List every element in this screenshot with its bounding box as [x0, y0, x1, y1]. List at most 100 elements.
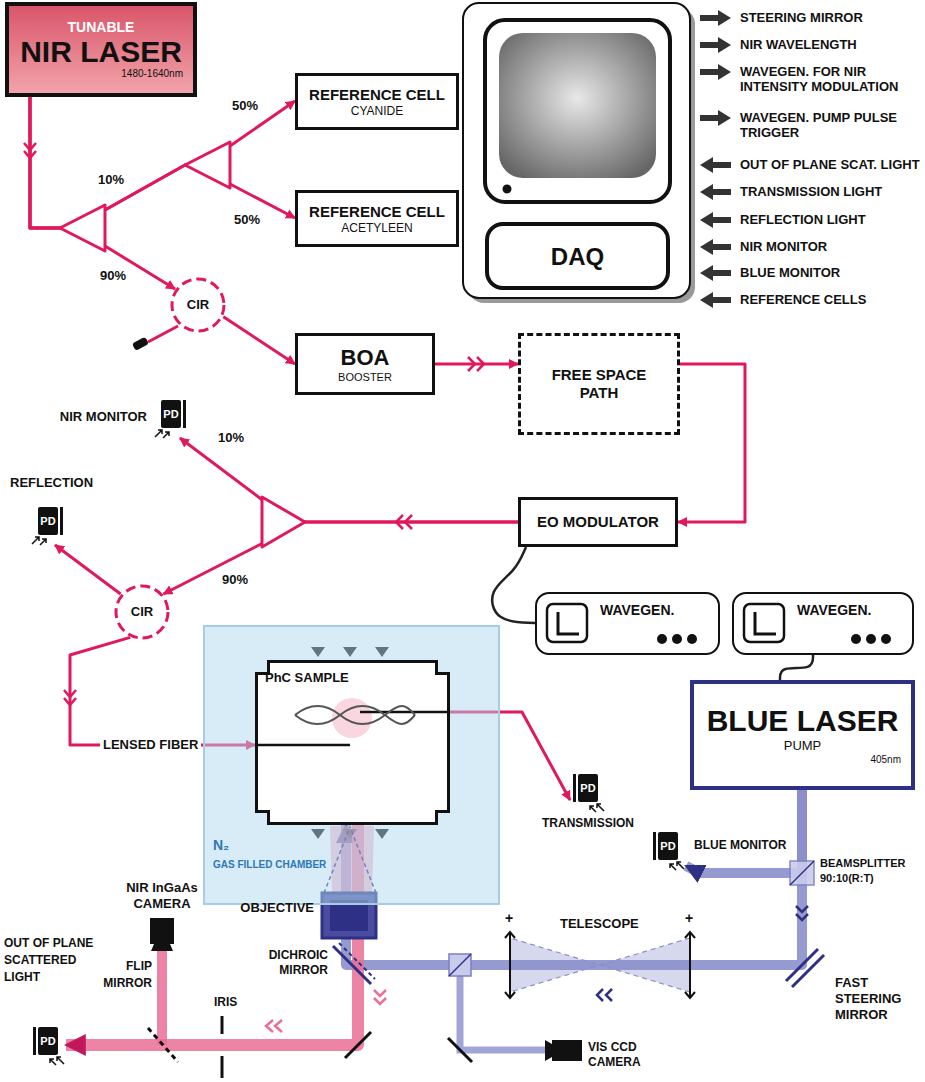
photodiode-symbol — [573, 774, 576, 802]
direction-chevron — [468, 357, 475, 371]
node-text: 1480-1640nm — [121, 68, 183, 80]
label-text: NIR WAVELENGTH — [740, 37, 922, 52]
circulator-circle: CIR — [114, 584, 170, 640]
signal-arrow — [700, 239, 731, 255]
telescope — [689, 932, 691, 998]
telescope — [510, 938, 690, 992]
fold-mirror — [345, 1032, 371, 1058]
label-text: VIS CCD CAMERA — [588, 1040, 668, 1070]
photodiode: PDNIR MONITOR — [153, 398, 189, 438]
node-text: ACETYLEEN — [341, 221, 412, 235]
photodiode-symbol — [38, 1027, 58, 1055]
photodiode-symbol — [155, 430, 169, 438]
beamsplitter-cube — [790, 861, 814, 885]
signal-arrow — [700, 265, 731, 281]
photodiode-symbol — [653, 832, 684, 870]
cable-connector — [492, 547, 535, 623]
photodiode-symbol — [653, 832, 656, 860]
fast-steering-mirror — [792, 955, 824, 987]
label-text: LENSED FIBER — [100, 737, 201, 753]
computer — [463, 3, 695, 303]
label-text: 90:10(R:T) — [820, 872, 874, 885]
fiber-terminator — [132, 337, 149, 351]
photodiode-symbol — [183, 400, 186, 428]
node-text: PD — [38, 507, 58, 535]
node-text: CIR — [131, 604, 153, 620]
label-text: NIR InGaAs CAMERA — [116, 880, 208, 912]
label-text: OUT OF PLANE SCAT. LIGHT — [740, 157, 922, 172]
node-text: N₂ — [213, 837, 229, 854]
free-space-box: FREE SPACE PATH — [518, 333, 680, 435]
label-text: 10% — [98, 172, 124, 188]
photodiode-symbol — [32, 507, 63, 545]
vis-camera-branch — [449, 954, 471, 976]
photodiode-symbol — [590, 804, 604, 812]
label-text: 90% — [100, 268, 126, 284]
flip-mirror — [148, 1028, 178, 1062]
photodiode-symbol — [38, 507, 58, 535]
fiber-splitter — [262, 497, 305, 547]
photodiode-symbol — [161, 400, 181, 428]
waveform-generator-icon — [558, 612, 579, 634]
photodiode-symbol — [155, 400, 186, 438]
direction-chevron — [405, 515, 412, 529]
fiber-connector — [30, 97, 175, 289]
phc-sample-outline — [360, 711, 450, 714]
blue-connector — [686, 790, 802, 873]
fast-steering-mirror — [786, 949, 824, 987]
amplifier-box: BOABOOSTER — [295, 333, 435, 395]
node-text: EO MODULATOR — [537, 513, 659, 531]
connector-group — [30, 97, 813, 1045]
label-text: STEERING MIRROR — [740, 10, 922, 25]
photodiode-symbol — [50, 1057, 64, 1065]
waveform-generator-icon — [881, 634, 891, 644]
photodiode-symbol — [658, 832, 678, 860]
nir-camera-branch — [150, 918, 174, 1045]
direction-chevron — [64, 698, 76, 705]
label-text: REFERENCE CELLS — [740, 292, 922, 307]
fiber-splitter — [60, 142, 305, 547]
dichroic-mirror — [333, 946, 371, 984]
direction-chevron — [64, 690, 76, 697]
node-text: PD — [578, 774, 598, 802]
nir-camera-branch — [150, 918, 174, 944]
computer — [468, 8, 695, 303]
circulator-outline — [116, 586, 168, 638]
signal-arrow — [700, 292, 731, 308]
fiber-connector — [180, 438, 518, 522]
fiber-terminator — [148, 326, 178, 342]
circulator-outline — [172, 279, 224, 331]
photodiode-symbol — [578, 774, 598, 802]
node-text: TRANSMISSION — [538, 816, 638, 830]
vis-camera-branch — [545, 1040, 552, 1061]
label-text: BEAMSPLITTER — [820, 857, 906, 870]
waveform-generator-icon — [866, 634, 876, 644]
label-text: TELESCOPE — [560, 916, 639, 932]
pump-laser-box: BLUE LASERPUMP405nm — [690, 680, 915, 790]
reference-cell: REFERENCE CELLACETYLEEN — [295, 190, 459, 247]
beam-chevron — [606, 989, 612, 1001]
phc-sample-outline — [295, 706, 415, 724]
node-text: BOOSTER — [338, 371, 392, 384]
beam-chevron — [796, 906, 808, 912]
beam-chevron — [275, 1020, 282, 1032]
waveform-generator-icon — [851, 634, 861, 644]
label-text: OBJECTIVE — [230, 900, 314, 916]
node-text: PD — [161, 400, 181, 428]
daq-box: DAQ — [485, 222, 670, 290]
direction-chevron — [24, 143, 36, 150]
node-text: BLUE MONITOR — [694, 838, 786, 852]
fold-mirror — [345, 1032, 371, 1058]
fiber-terminator — [132, 326, 178, 351]
computer — [503, 185, 512, 194]
nir-camera-branch — [157, 950, 167, 1045]
phc-sample-outline — [332, 698, 372, 738]
telescope — [510, 938, 690, 992]
photodiode-symbol — [33, 1027, 36, 1055]
label-text: NIR MONITOR — [740, 239, 922, 254]
node-text: CIR — [187, 297, 209, 313]
photodiode-symbol — [60, 507, 63, 535]
node-text: PD — [38, 1027, 58, 1055]
vis-camera-branch — [460, 976, 548, 1050]
waveform-generator-icon — [744, 604, 784, 642]
